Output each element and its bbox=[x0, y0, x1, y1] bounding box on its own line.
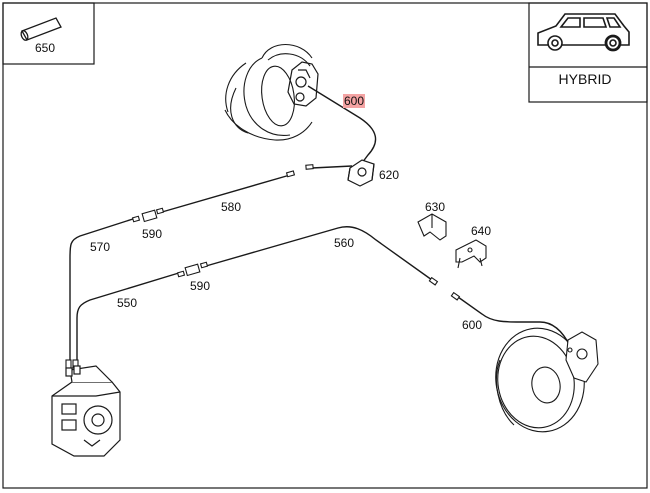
front-caliper bbox=[287, 61, 319, 107]
brake-line-600-rear bbox=[457, 296, 571, 347]
abs-hydraulic-unit bbox=[51, 365, 121, 457]
part-label-560[interactable]: 560 bbox=[334, 236, 355, 250]
inset-box bbox=[2, 2, 95, 65]
connector-590-a bbox=[141, 209, 158, 223]
brake-line-580 bbox=[161, 174, 291, 213]
part-label-580[interactable]: 580 bbox=[221, 200, 242, 214]
part-label-600-rear[interactable]: 600 bbox=[462, 318, 483, 332]
fitting-600-rear-start bbox=[450, 291, 461, 301]
part-label-570[interactable]: 570 bbox=[90, 240, 111, 254]
fitting-560-start bbox=[199, 261, 209, 269]
brake-line-560 bbox=[205, 226, 433, 281]
connector-590-b bbox=[184, 263, 201, 277]
bracket-630-icon bbox=[417, 213, 447, 241]
brake-line-570 bbox=[69, 217, 137, 362]
part-label-600-front[interactable]: 600 bbox=[343, 94, 366, 108]
part-label-550[interactable]: 550 bbox=[117, 296, 138, 310]
fitting-560-end bbox=[428, 276, 439, 286]
car-icon bbox=[537, 13, 630, 52]
fitting-570-start bbox=[131, 215, 141, 223]
front-brake-disc bbox=[224, 44, 313, 141]
fitting-580-left bbox=[155, 207, 165, 215]
rear-caliper bbox=[565, 331, 599, 383]
brake-line-580-seg1 bbox=[311, 165, 353, 169]
part-label-590-a[interactable]: 590 bbox=[142, 227, 163, 241]
part-label-590-b[interactable]: 590 bbox=[190, 279, 211, 293]
part-label-630[interactable]: 630 bbox=[425, 200, 446, 214]
part-label-640[interactable]: 640 bbox=[471, 224, 492, 238]
fitting-580-start bbox=[305, 164, 314, 170]
brake-line-550 bbox=[76, 271, 183, 362]
hybrid-variant-label: HYBRID bbox=[558, 71, 612, 87]
part-label-620[interactable]: 620 bbox=[379, 168, 400, 182]
fitting-580-end bbox=[285, 170, 296, 178]
hybrid-box bbox=[528, 2, 648, 103]
brake-line-600-front bbox=[307, 85, 377, 164]
bracket-640-icon bbox=[455, 239, 487, 269]
inset-part-label: 650 bbox=[35, 41, 56, 55]
fitting-550-start bbox=[176, 270, 186, 278]
clip-620-icon bbox=[347, 159, 375, 187]
sleeve-650-icon bbox=[20, 17, 62, 41]
fitting-570-end bbox=[65, 359, 72, 369]
